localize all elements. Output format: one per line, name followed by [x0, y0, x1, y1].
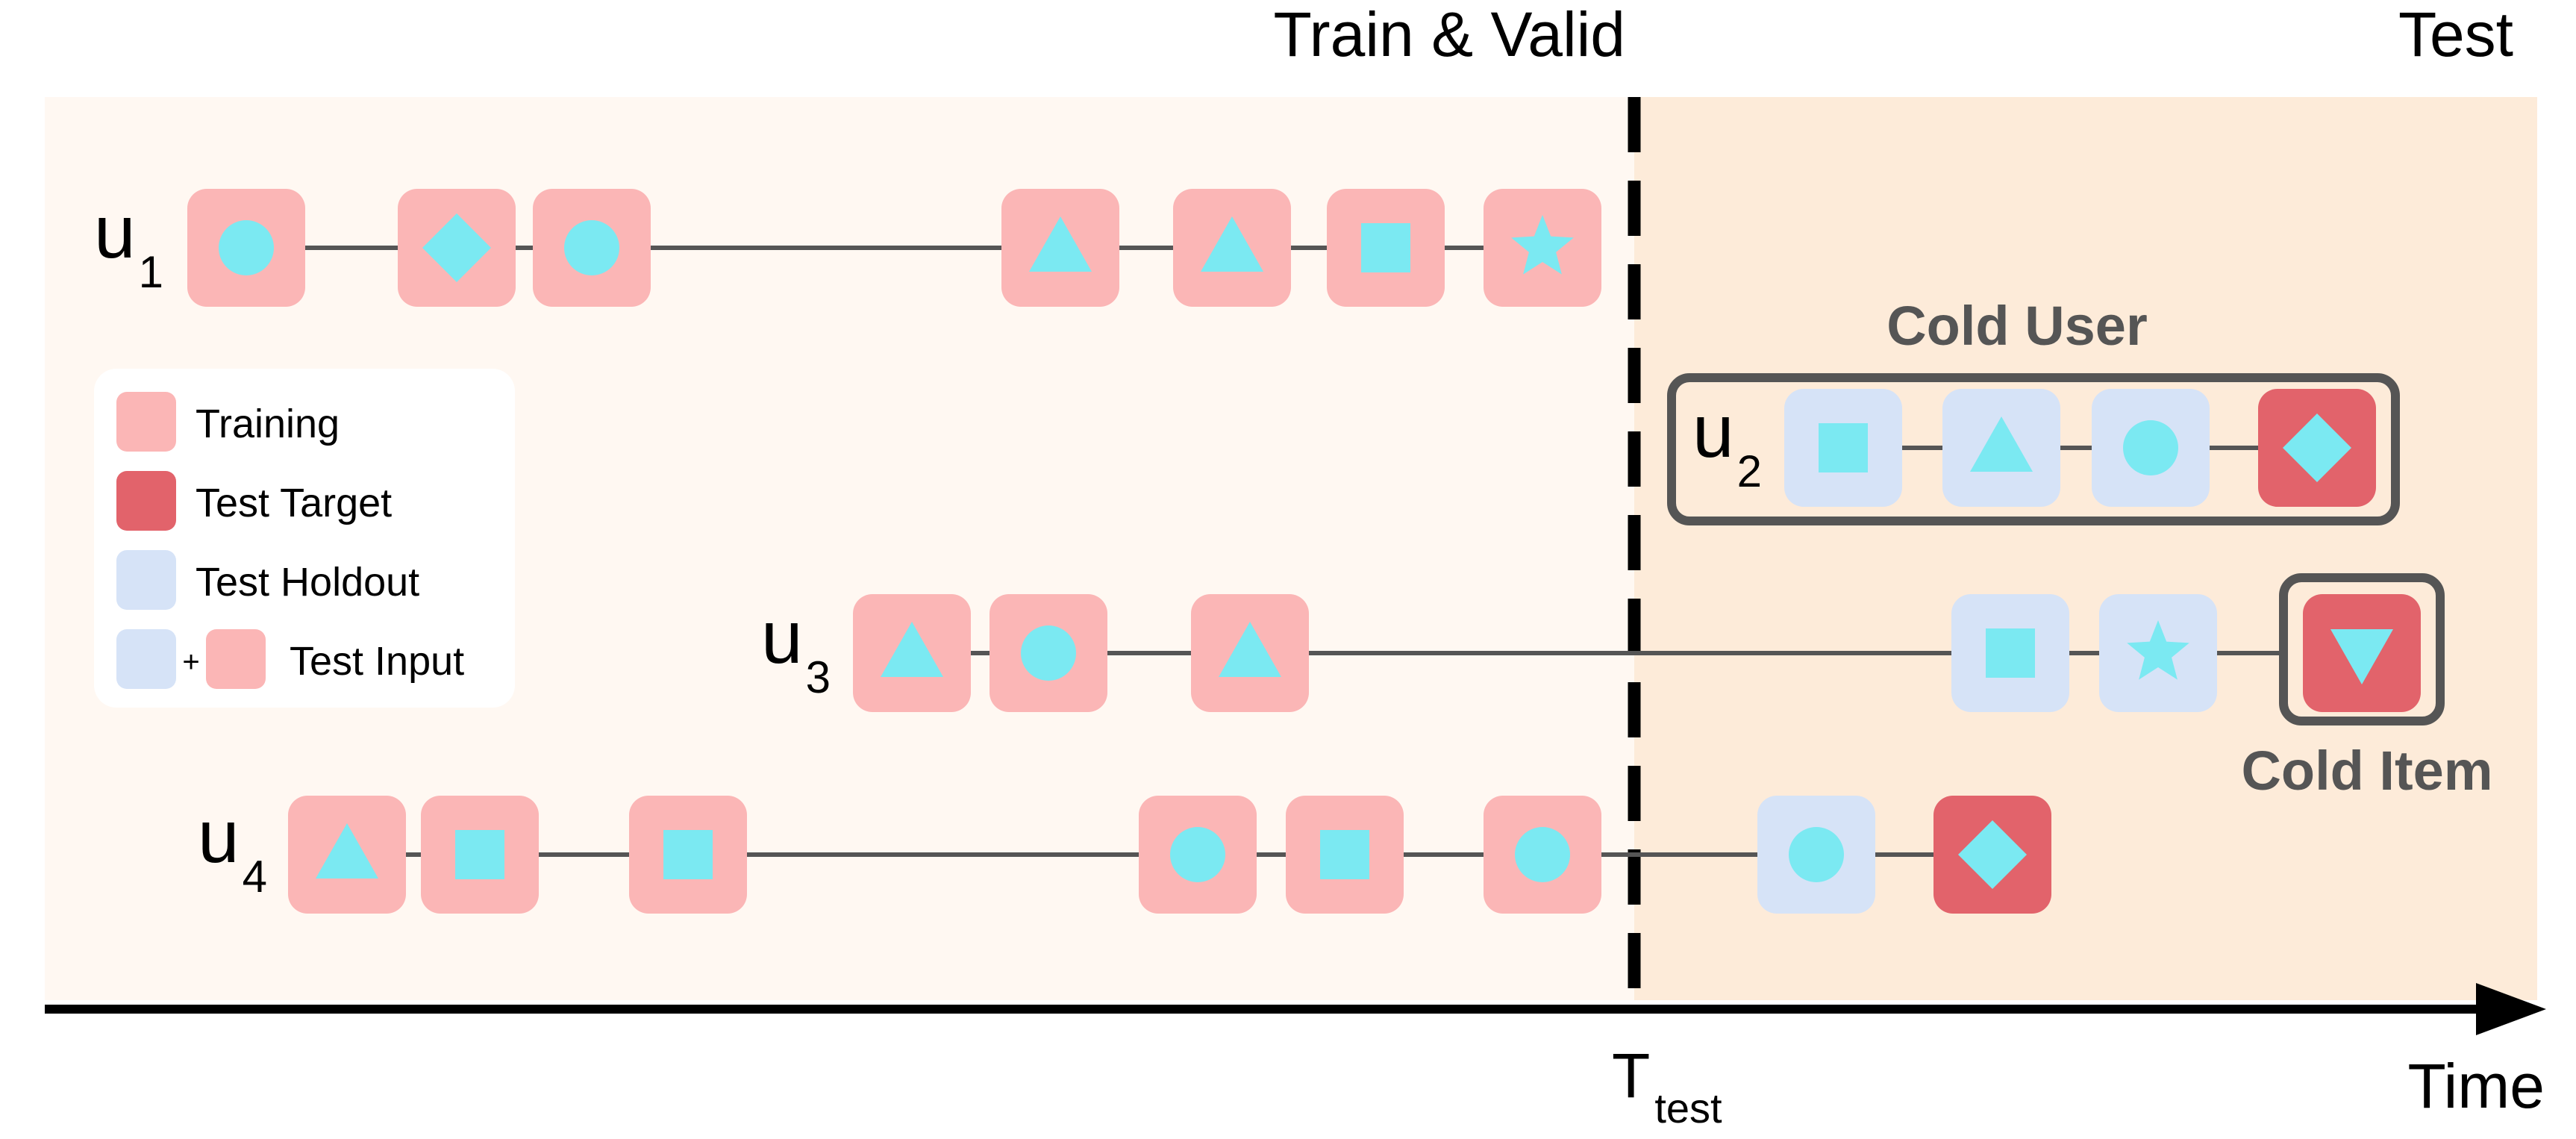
circle-icon: [1170, 827, 1225, 882]
triangle-icon: [1029, 216, 1092, 272]
legend-label-test-input: Test Input: [290, 639, 464, 684]
u4-label-main: u: [198, 795, 240, 879]
u3-item-5: [2099, 594, 2217, 712]
legend-label-test-holdout: Test Holdout: [196, 560, 419, 605]
cold-user-box: [1667, 373, 2400, 525]
u3-item-4: [1951, 594, 2069, 712]
square-icon: [1320, 830, 1369, 879]
triangle-icon: [316, 823, 378, 879]
u4-item-7: [1757, 796, 1875, 914]
u1-item-3: [533, 189, 651, 307]
u1-item-6: [1327, 189, 1445, 307]
train-valid-header: Train & Valid: [1273, 0, 1625, 69]
test-header: Test: [2398, 0, 2513, 69]
u4-label-sub: 4: [243, 852, 267, 902]
legend: Training Test Target Test Holdout + Test…: [94, 369, 515, 708]
triangle-down-icon: [2330, 629, 2393, 684]
time-label: Time: [2407, 1051, 2545, 1121]
u3-item-3: [1191, 594, 1309, 712]
legend-swatch-test-input-holdout: [116, 629, 176, 689]
u2-label-main: u: [1692, 390, 1734, 473]
u2-item-2: [1942, 389, 2060, 507]
u3-label: u3: [761, 596, 831, 702]
u4-item-1: [288, 796, 406, 914]
circle-icon: [2123, 420, 2178, 475]
u4-item-5: [1286, 796, 1404, 914]
u3-item-2: [990, 594, 1107, 712]
triangle-icon: [1970, 416, 2033, 472]
square-icon: [455, 830, 504, 879]
legend-label-test-target: Test Target: [196, 481, 392, 525]
circle-icon: [1789, 827, 1844, 882]
u1-item-1: [187, 189, 305, 307]
u4-item-2: [421, 796, 539, 914]
legend-background: [94, 369, 515, 708]
u1-label-sub: 1: [139, 247, 163, 297]
circle-icon: [1515, 827, 1570, 882]
square-icon: [1986, 628, 2035, 678]
circle-icon: [1021, 625, 1076, 681]
u2-item-1: [1784, 389, 1902, 507]
u3-label-sub: 3: [806, 652, 831, 702]
u1-item-7: [1484, 189, 1601, 307]
u2-label: u2: [1692, 390, 1762, 496]
legend-label-training: Training: [196, 402, 340, 446]
u3-item-6: [2303, 594, 2421, 712]
u2-item-4: [2258, 389, 2376, 507]
u3-item-1: [853, 594, 971, 712]
triangle-icon: [1219, 622, 1281, 677]
u4-label: u4: [198, 795, 267, 902]
circle-icon: [219, 220, 274, 275]
time-axis: [45, 983, 2546, 1035]
star-icon: [2127, 620, 2189, 680]
circle-icon: [564, 220, 619, 275]
diamond-icon: [1958, 820, 2027, 889]
square-icon: [1361, 223, 1410, 272]
items-layer: [187, 189, 2421, 914]
t-test-main: T: [1612, 1040, 1650, 1111]
triangle-icon: [881, 622, 943, 677]
u1-label-main: u: [94, 190, 136, 274]
t-test-subscript: test: [1654, 1085, 1722, 1132]
diamond-icon: [422, 213, 491, 282]
cold-user-label: Cold User: [1886, 295, 2148, 357]
u4-item-8: [1933, 796, 2051, 914]
u2-item-3: [2092, 389, 2210, 507]
legend-swatch-test-input-training: [206, 629, 266, 689]
legend-swatch-training: [116, 392, 176, 452]
legend-plus: +: [182, 646, 199, 678]
triangle-icon: [1201, 216, 1263, 272]
legend-swatch-test-holdout: [116, 550, 176, 610]
diamond-icon: [2283, 414, 2351, 482]
u2-label-sub: 2: [1737, 446, 1762, 496]
u4-item-3: [629, 796, 747, 914]
square-icon: [1819, 423, 1868, 472]
u1-label: u1: [94, 190, 163, 297]
u4-item-4: [1139, 796, 1257, 914]
star-icon: [1511, 215, 1574, 275]
cold-item-label: Cold Item: [2241, 740, 2492, 802]
square-icon: [663, 830, 713, 879]
u4-item-6: [1484, 796, 1601, 914]
time-axis-arrowhead: [2476, 983, 2546, 1035]
u1-item-2: [398, 189, 516, 307]
legend-swatch-test-target: [116, 471, 176, 531]
cold-item-box: [2279, 573, 2445, 725]
u1-item-5: [1173, 189, 1291, 307]
u1-item-4: [1001, 189, 1119, 307]
u3-label-main: u: [761, 596, 803, 679]
